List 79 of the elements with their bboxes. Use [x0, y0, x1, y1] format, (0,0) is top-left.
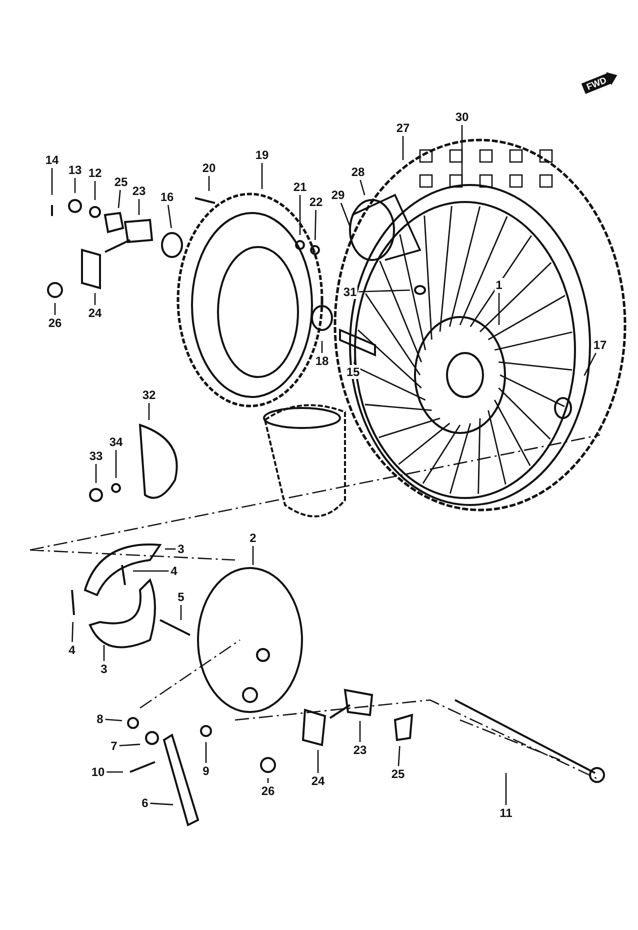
callout-number: 3	[176, 542, 186, 556]
leader-line	[321, 341, 323, 353]
leader-line	[584, 352, 596, 376]
leader-line	[118, 190, 121, 208]
leader-line	[299, 195, 301, 235]
leader-line	[398, 746, 400, 766]
callout-number: 30	[454, 110, 470, 124]
callout-number: 5	[176, 590, 186, 604]
leader-line	[205, 742, 207, 763]
callout-number: 24	[87, 306, 103, 320]
leader-line	[402, 136, 404, 160]
leader-line	[208, 176, 210, 191]
callout-number: 8	[96, 712, 104, 726]
callout-number: 24	[310, 774, 326, 788]
leader-line	[95, 464, 97, 483]
leader-line	[106, 771, 123, 773]
leader-line	[165, 548, 176, 550]
leader-line	[354, 356, 356, 364]
leader-line	[138, 199, 140, 215]
callout-number: 7	[110, 739, 118, 753]
leader-line	[505, 773, 507, 805]
callout-number: 20	[201, 161, 217, 175]
callout-number: 27	[395, 121, 411, 135]
leader-line	[314, 210, 316, 240]
callout-number: 29	[330, 188, 346, 202]
leader-line	[94, 293, 96, 305]
leader-line	[498, 293, 500, 325]
callout-number: 26	[260, 784, 276, 798]
callout-number: 17	[592, 338, 608, 352]
leader-line	[150, 802, 174, 806]
leader-line	[103, 645, 105, 661]
leader-line	[133, 570, 169, 572]
leader-line	[94, 181, 96, 200]
callout-number: 21	[292, 180, 308, 194]
leader-line	[267, 778, 269, 783]
callout-number: 23	[352, 743, 368, 757]
callout-number: 28	[350, 165, 366, 179]
leader-line	[180, 605, 182, 620]
callout-number: 13	[67, 163, 83, 177]
leader-line	[119, 744, 140, 746]
callout-number: 33	[88, 449, 104, 463]
leader-line	[317, 750, 319, 773]
callout-number: 22	[308, 195, 324, 209]
callout-number: 25	[113, 175, 129, 189]
callout-number: 26	[47, 316, 63, 330]
callout-number: 4	[170, 564, 178, 578]
leader-line	[72, 622, 74, 642]
callout-number: 23	[131, 184, 147, 198]
leader-line	[261, 163, 263, 189]
callout-number: 19	[254, 148, 270, 162]
leader-line	[358, 290, 410, 292]
leader-line	[51, 168, 53, 195]
callout-number: 2	[248, 531, 258, 545]
leader-line	[252, 546, 254, 565]
callout-number: 11	[498, 806, 514, 820]
callout-number: 6	[140, 796, 150, 810]
leader-line	[359, 721, 361, 742]
callout-number: 9	[202, 764, 210, 778]
leader-line	[167, 204, 172, 228]
callout-number: 34	[108, 435, 124, 449]
callout-number: 15	[345, 365, 361, 379]
leader-line	[115, 450, 117, 478]
callout-number: 32	[141, 388, 157, 402]
callout-number: 3	[100, 662, 108, 676]
leader-line	[105, 718, 122, 722]
callout-number: 14	[44, 153, 60, 167]
callout-number: 18	[314, 354, 330, 368]
leader-line	[360, 180, 366, 196]
leader-line	[340, 202, 351, 228]
callout-number: 1	[494, 278, 504, 292]
callout-number: 12	[87, 166, 103, 180]
callout-number: 25	[390, 767, 406, 781]
leader-line	[74, 178, 76, 193]
leader-line	[148, 403, 150, 420]
callout-number: 16	[159, 190, 175, 204]
leader-line	[54, 303, 56, 315]
callout-number: 10	[90, 765, 106, 779]
callout-number: 4	[68, 643, 76, 657]
callout-number: 31	[342, 285, 358, 299]
